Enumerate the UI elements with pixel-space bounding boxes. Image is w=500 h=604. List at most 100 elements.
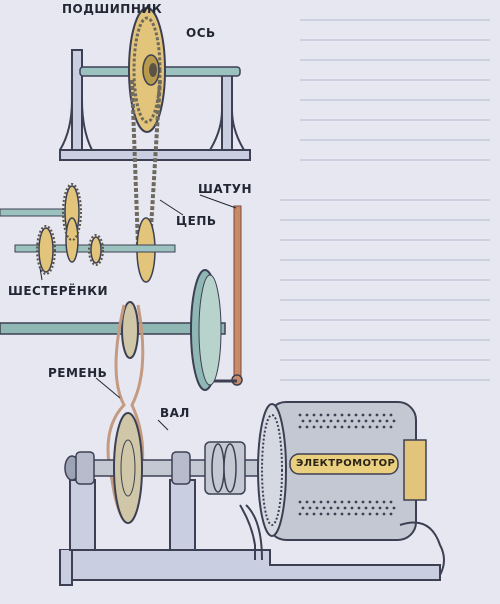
flywheel: [190, 269, 222, 391]
gear-teeth: [36, 183, 104, 275]
vent-hole: [319, 413, 323, 417]
vent-hole: [312, 512, 316, 516]
vent-hole: [371, 419, 375, 423]
vent-hole: [333, 512, 337, 516]
vent-hole: [389, 425, 393, 429]
vent-hole: [326, 413, 330, 417]
vent-hole: [312, 500, 316, 504]
vent-hole: [340, 500, 344, 504]
vent-hole: [378, 419, 382, 423]
vent-hole: [308, 419, 312, 423]
upper-pulley: [121, 301, 139, 359]
vent-hole: [378, 506, 382, 510]
vent-hole: [364, 506, 368, 510]
vent-hole: [326, 512, 330, 516]
vent-hole: [392, 506, 396, 510]
vent-hole: [340, 425, 344, 429]
vent-hole: [336, 419, 340, 423]
vent-hole: [361, 413, 365, 417]
vent-hole: [371, 506, 375, 510]
vent-hole: [389, 500, 393, 504]
label-gears: ШЕСТЕРЁНКИ: [8, 284, 109, 298]
vent-hole: [375, 425, 379, 429]
label-axle: ОСЬ: [186, 26, 216, 40]
vent-hole: [364, 419, 368, 423]
vent-hole: [298, 512, 302, 516]
vent-hole: [357, 506, 361, 510]
nameplate: [289, 453, 399, 475]
vent-hole: [343, 506, 347, 510]
label-belt: РЕМЕНЬ: [48, 366, 108, 380]
vent-hole: [326, 500, 330, 504]
vent-hole: [333, 500, 337, 504]
label-connecting-rod: ШАТУН: [198, 182, 253, 196]
vent-hole: [368, 500, 372, 504]
bearing-sprocket: [128, 7, 166, 133]
label-chain: ЦЕПЬ: [176, 214, 217, 228]
vent-hole: [319, 425, 323, 429]
vent-hole: [347, 425, 351, 429]
vent-hole: [298, 500, 302, 504]
vent-hole: [336, 506, 340, 510]
vent-hole: [389, 413, 393, 417]
lower-pulley: [113, 412, 143, 524]
vent-hole: [382, 512, 386, 516]
vent-hole: [375, 413, 379, 417]
vent-hole: [319, 500, 323, 504]
vent-hole: [368, 425, 372, 429]
vent-hole: [305, 512, 309, 516]
vent-hole: [312, 425, 316, 429]
vent-hole: [305, 425, 309, 429]
vent-hole: [347, 500, 351, 504]
vent-hole: [368, 413, 372, 417]
vent-hole: [322, 506, 326, 510]
connecting-rod: [214, 205, 243, 386]
vent-hole: [361, 500, 365, 504]
vent-hole: [350, 419, 354, 423]
vent-hole: [382, 500, 386, 504]
vent-hole: [357, 419, 361, 423]
vent-hole: [382, 425, 386, 429]
vent-hole: [298, 413, 302, 417]
vent-hole: [312, 413, 316, 417]
vent-holes: [298, 413, 396, 516]
vent-hole: [301, 506, 305, 510]
vent-hole: [368, 512, 372, 516]
vent-hole: [361, 512, 365, 516]
vent-hole: [354, 413, 358, 417]
vent-hole: [340, 413, 344, 417]
vent-hole: [333, 413, 337, 417]
vent-hole: [298, 425, 302, 429]
vent-hole: [350, 506, 354, 510]
vent-hole: [340, 512, 344, 516]
vent-hole: [354, 500, 358, 504]
label-shaft: ВАЛ: [160, 406, 190, 420]
shaft-bearings: [75, 451, 191, 485]
wires: [239, 504, 445, 576]
vent-hole: [354, 425, 358, 429]
vent-hole: [329, 506, 333, 510]
vent-hole: [385, 506, 389, 510]
vent-hole: [308, 506, 312, 510]
vent-hole: [375, 500, 379, 504]
vent-hole: [305, 413, 309, 417]
vent-hole: [301, 419, 305, 423]
vent-hole: [343, 419, 347, 423]
vent-hole: [329, 419, 333, 423]
base-frame: [59, 479, 441, 586]
label-bearing: ПОДШИПНИК: [62, 2, 163, 16]
vent-hole: [322, 419, 326, 423]
vent-hole: [333, 425, 337, 429]
vent-hole: [347, 512, 351, 516]
label-motor: ЭЛЕКТРОМОТОР: [296, 458, 396, 469]
vent-hole: [385, 419, 389, 423]
vent-hole: [315, 419, 319, 423]
vent-hole: [375, 512, 379, 516]
main-shaft: [0, 322, 226, 335]
vent-hole: [389, 512, 393, 516]
gears: [38, 185, 102, 273]
vent-hole: [354, 512, 358, 516]
vent-hole: [382, 413, 386, 417]
